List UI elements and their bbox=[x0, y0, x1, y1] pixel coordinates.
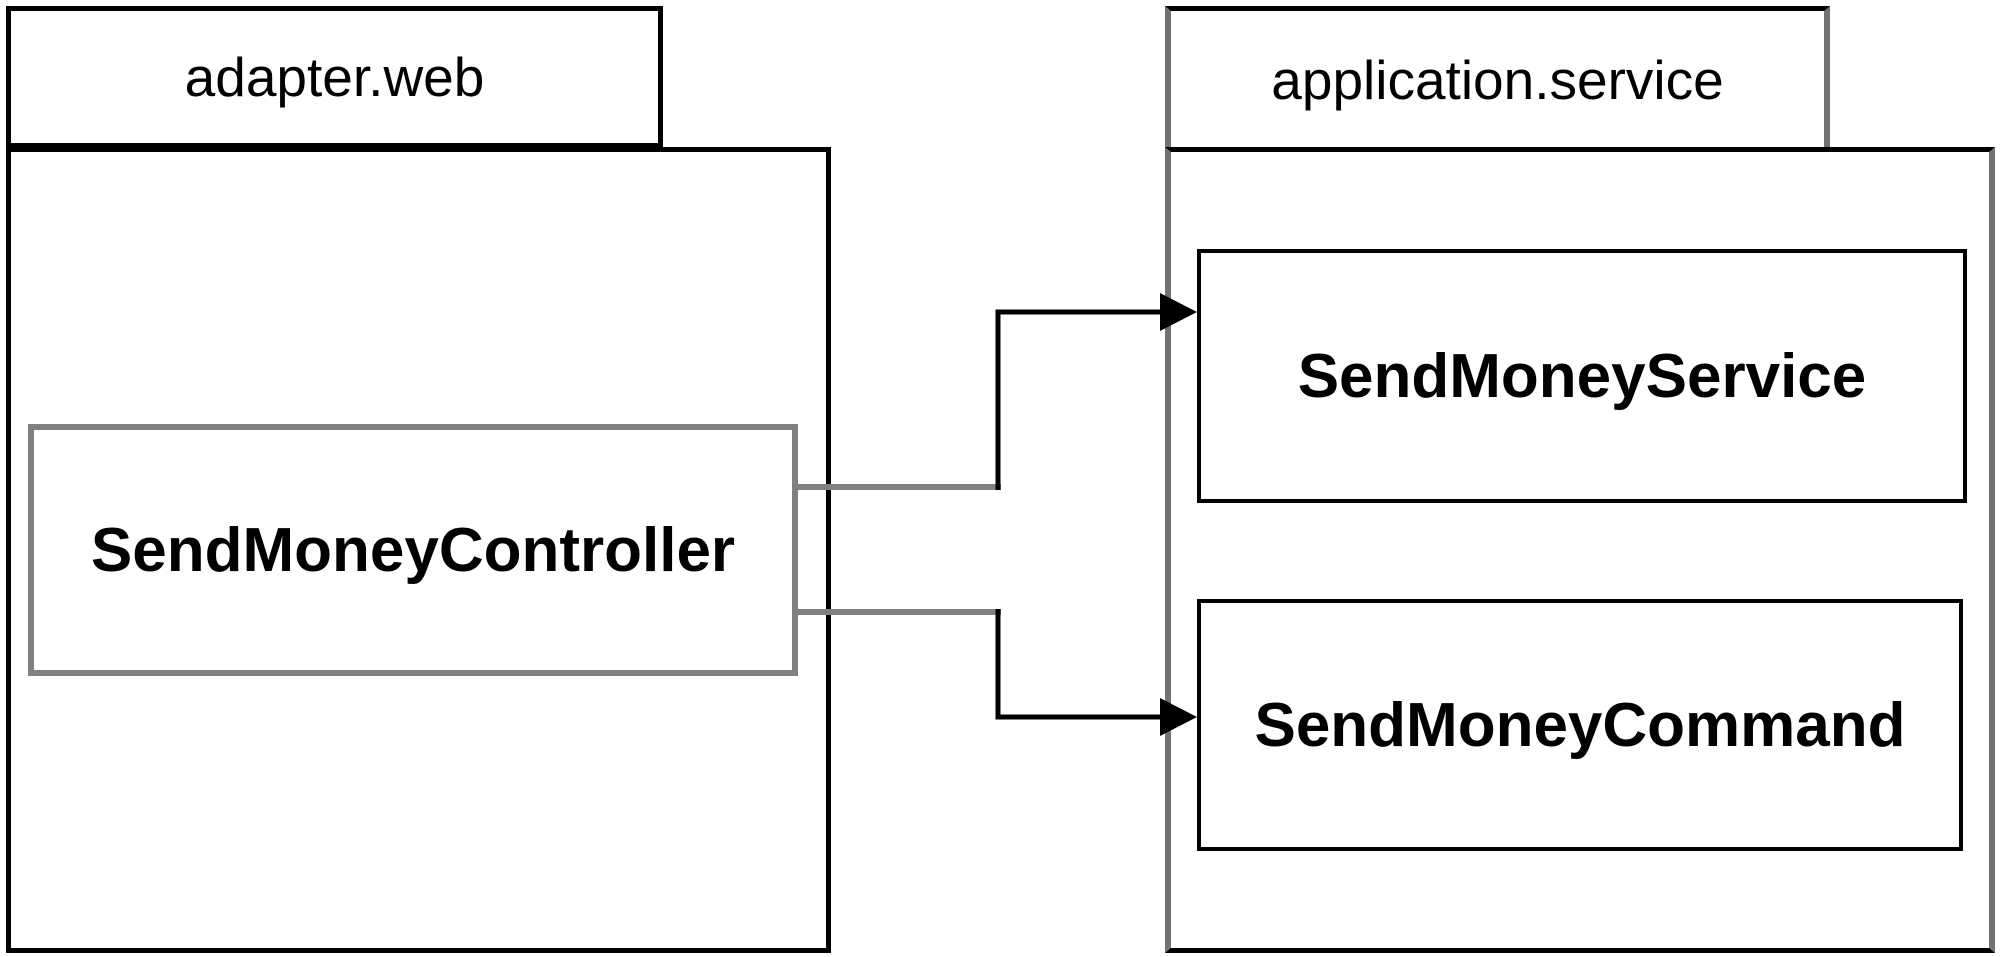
edge-elbow-path bbox=[995, 609, 1164, 720]
node-label-send-money-command: SendMoneyCommand bbox=[1254, 690, 1906, 760]
node-send-money-command: SendMoneyCommand bbox=[1197, 599, 1963, 851]
edge-elbow-path bbox=[995, 309, 1164, 490]
node-send-money-controller: SendMoneyController bbox=[28, 424, 798, 676]
node-send-money-service: SendMoneyService bbox=[1197, 249, 1967, 503]
package-tab-adapter-web: adapter.web bbox=[6, 6, 663, 148]
package-label-application-service: application.service bbox=[1271, 48, 1724, 111]
node-label-send-money-service: SendMoneyService bbox=[1297, 341, 1867, 411]
edge-controller-to-command bbox=[798, 609, 1197, 736]
package-tab-application-service: application.service bbox=[1165, 6, 1830, 148]
package-label-adapter-web: adapter.web bbox=[184, 46, 485, 108]
node-label-send-money-controller: SendMoneyController bbox=[90, 515, 736, 585]
edge-controller-to-service bbox=[798, 293, 1197, 490]
